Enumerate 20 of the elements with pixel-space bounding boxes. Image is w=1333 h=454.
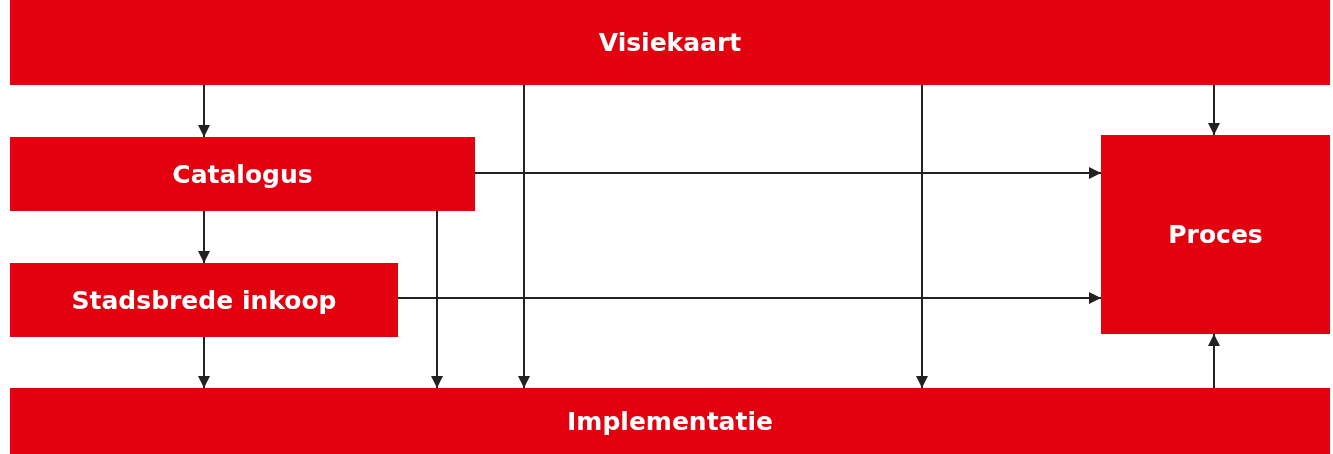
process-box [10,137,475,211]
arrow [916,84,928,389]
box-label: Proces [1168,220,1263,249]
arrow [198,84,210,138]
box-label: Visiekaart [598,28,742,57]
arrow [431,210,443,389]
arrow [518,84,530,389]
box-label: Catalogus [172,159,313,189]
arrow [1208,84,1220,136]
box-label: Stadsbrede inkoop [71,285,337,315]
process-box [10,0,1330,85]
arrow [397,292,1102,304]
arrow [1208,333,1220,389]
process-box [10,388,1330,454]
arrow [474,167,1102,179]
arrow [198,210,210,264]
process-box [1101,135,1330,334]
process-box [10,263,398,337]
arrow [198,336,210,389]
box-label: Implementatie [567,406,773,436]
